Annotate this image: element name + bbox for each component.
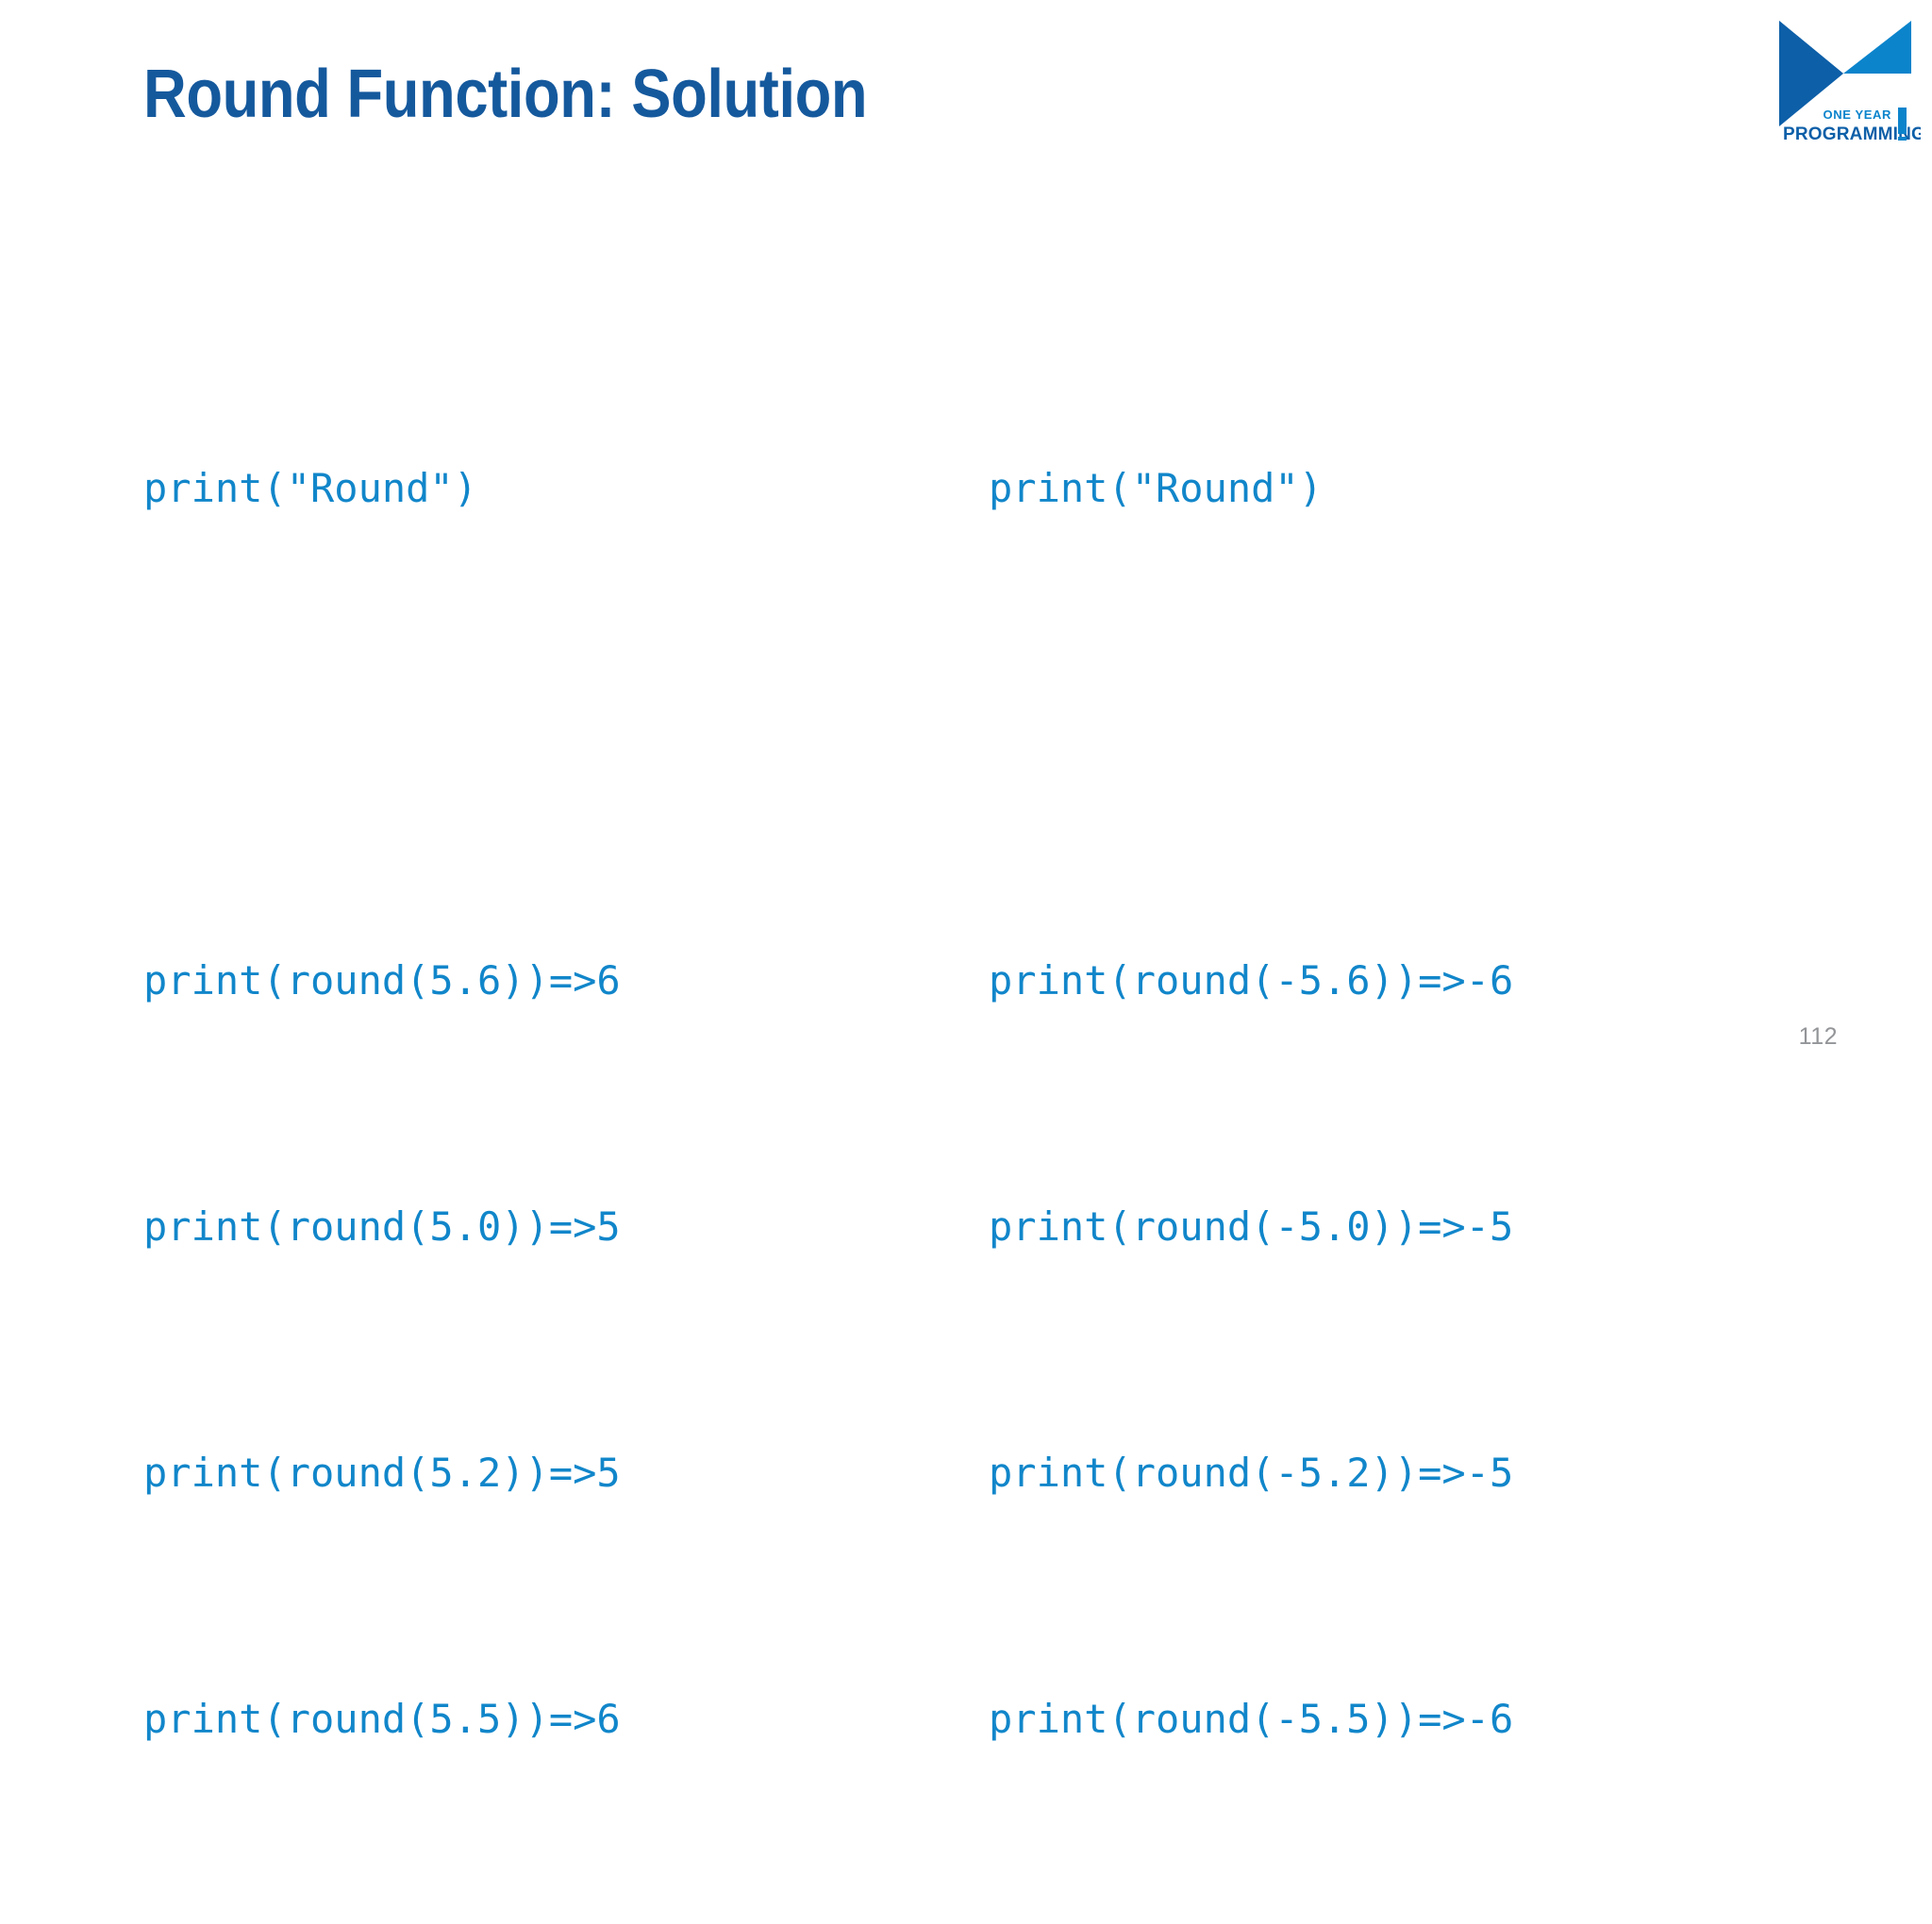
code-content-area: print("Round") print(round(5.6))=>6 prin…: [143, 465, 1513, 1742]
logo-light-triangle-icon: [1843, 21, 1911, 74]
code-line: print(round(-5.2))=>-5: [989, 1450, 1514, 1496]
code-line: print("Round"): [143, 465, 478, 511]
code-line: print(round(5.2))=>5: [143, 1450, 621, 1496]
code-line: print(round(-5.6))=>-6: [989, 957, 1514, 1003]
page-title: Round Function: Solution: [143, 57, 868, 132]
logo-dark-upper-triangle-icon: [1779, 21, 1843, 74]
logo-tagline-one-year: ONE YEAR: [1824, 108, 1891, 122]
code-line: print(round(5.5))=>6: [143, 1696, 621, 1742]
one-year-programming-logo: ONE YEAR PROGRAMMING: [1770, 8, 1921, 147]
logo-wordmark-programming: PROGRAMMING: [1783, 124, 1921, 144]
code-line: print(round(-5.5))=>-6: [989, 1696, 1514, 1742]
code-line-blank: [989, 693, 1513, 775]
page-number: 112: [1798, 1023, 1838, 1050]
code-line: print(round(5.0))=>5: [143, 1203, 621, 1250]
logo-exclamation-dot-icon: [1898, 137, 1907, 141]
code-column-left: print("Round") print(round(5.6))=>6 prin…: [143, 283, 621, 1924]
code-line: print(round(5.6))=>6: [143, 957, 621, 1003]
logo-exclamation-bar-icon: [1898, 108, 1907, 134]
code-line-blank: [143, 693, 621, 775]
code-line: print("Round"): [989, 465, 1324, 511]
code-line: print(round(-5.0))=>-5: [989, 1203, 1514, 1250]
code-column-right: print("Round") print(round(-5.6))=>-6 pr…: [989, 283, 1513, 1924]
slide-canvas: Round Function: Solution print("Round") …: [143, 8, 1921, 1742]
